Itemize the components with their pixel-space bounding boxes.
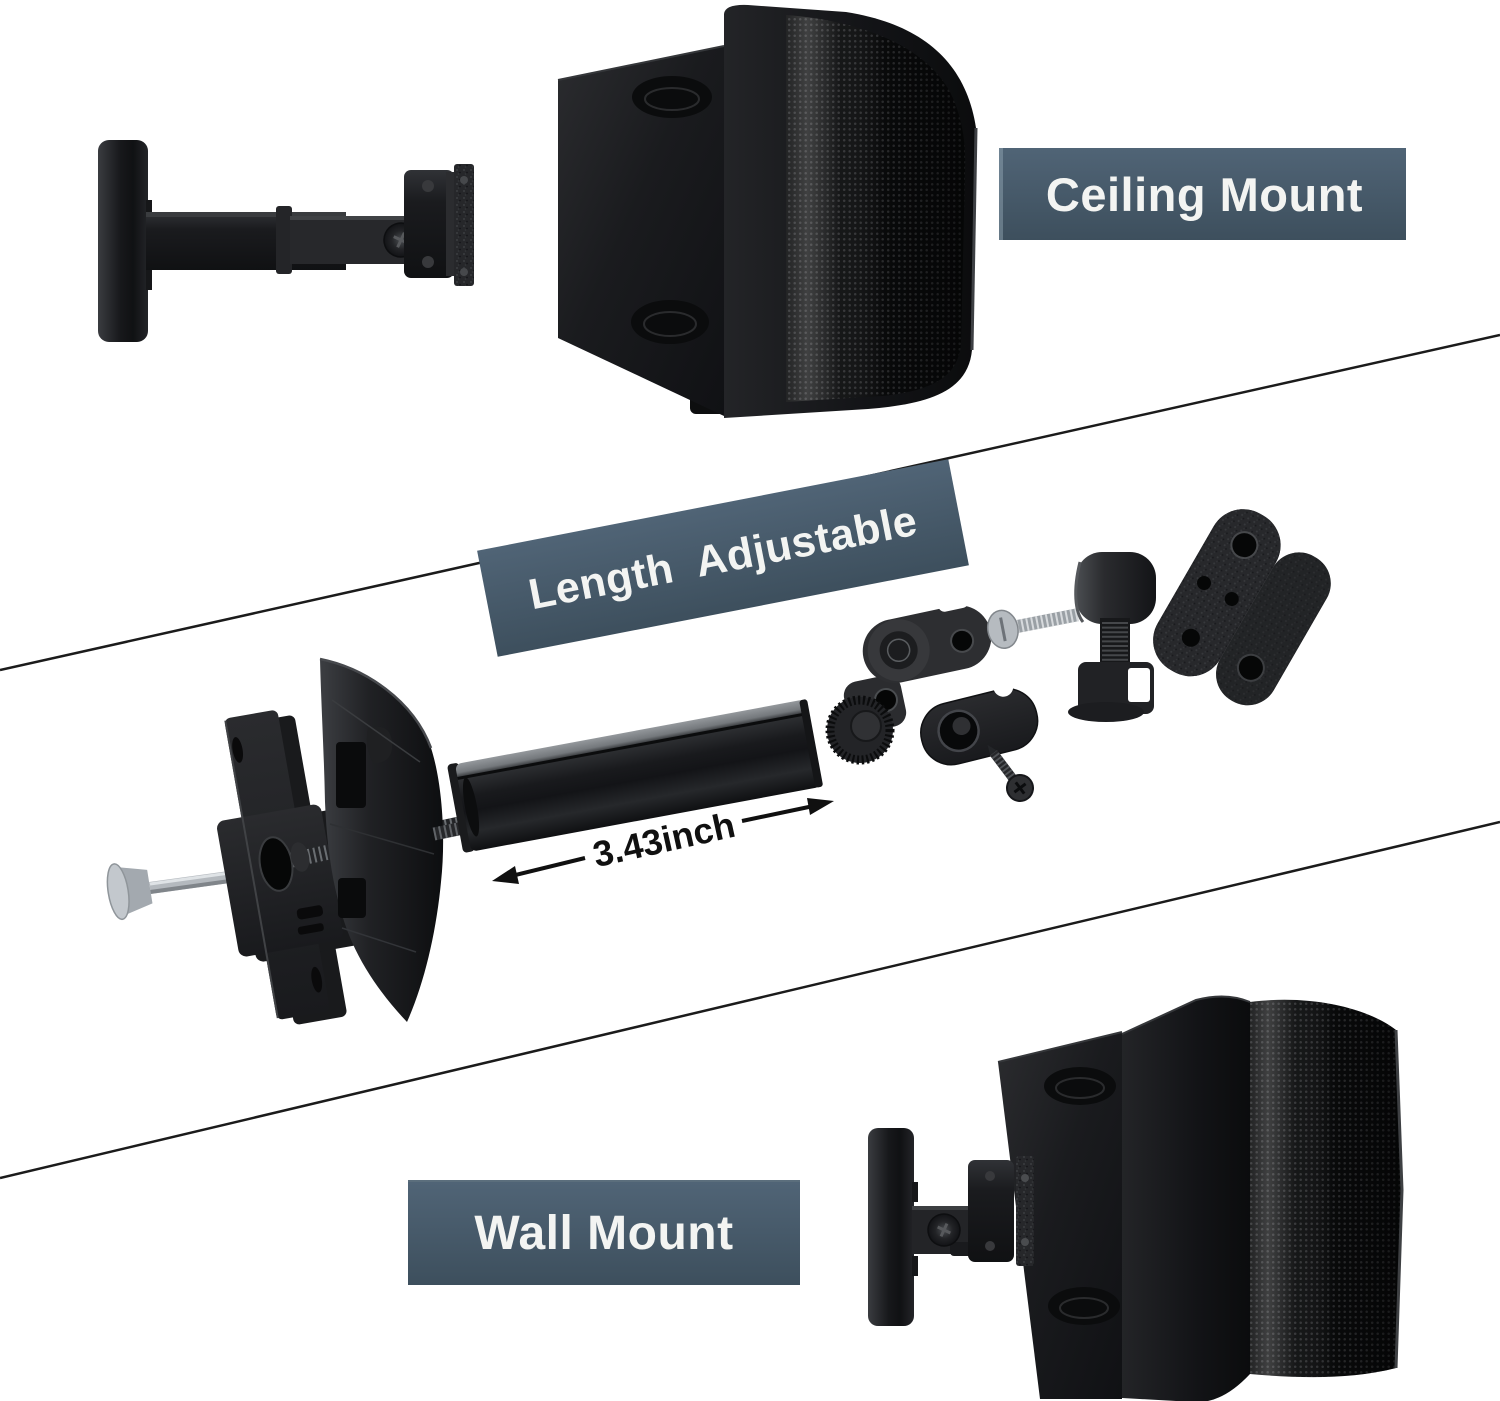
plate-tab	[912, 1182, 918, 1202]
ceiling-mount-label: Ceiling Mount	[999, 148, 1406, 240]
plate-tab	[146, 200, 152, 222]
wall-mount-label: Wall Mount	[408, 1180, 800, 1285]
clamp-plate	[920, 676, 1039, 766]
speaker-bracket-plates	[1153, 509, 1331, 706]
exploded-parts	[106, 509, 1331, 1025]
keyhole-slot	[631, 300, 709, 344]
bracket-plate	[454, 164, 474, 286]
speaker-rim-highlight	[970, 127, 978, 351]
speaker	[557, 4, 978, 419]
extension-arm	[146, 206, 452, 274]
speaker-hinge-bracket	[968, 1156, 1034, 1266]
hinge-block	[1068, 552, 1156, 722]
ceiling-mounted-speaker	[98, 4, 978, 419]
ceiling-plate	[98, 140, 152, 342]
bottom-section-divider-line	[0, 820, 1500, 1180]
knurled-clamp	[825, 675, 907, 765]
plate-tab	[912, 1256, 918, 1276]
wall-mounted-speaker	[868, 995, 1404, 1401]
plate-tab	[146, 268, 152, 290]
tilt-knob	[927, 1213, 961, 1247]
swivel-ring-bracket	[862, 592, 992, 684]
extension-tube	[432, 699, 823, 853]
keyhole-slot	[1044, 1067, 1116, 1105]
dimension-arrow	[492, 798, 834, 884]
speaker-rim-highlight	[1394, 1029, 1404, 1369]
speaker-hinge-bracket	[404, 164, 474, 286]
curved-bracket-shell	[319, 657, 444, 1022]
speaker	[997, 995, 1404, 1401]
speaker-cabinet	[1122, 996, 1250, 1401]
bracket-plate	[1016, 1156, 1034, 1266]
small-screw	[987, 744, 1034, 802]
wall-plate	[868, 1128, 918, 1326]
keyhole-slot	[632, 76, 712, 118]
machine-bolt	[986, 608, 1079, 649]
keyhole-slot	[1048, 1287, 1120, 1325]
